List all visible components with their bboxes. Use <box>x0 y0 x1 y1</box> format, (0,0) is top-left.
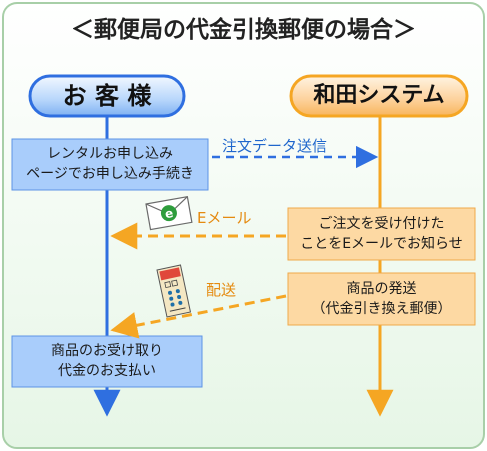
receive-line2: 代金のお支払い <box>58 363 156 379</box>
page-title: ＜郵便局の代金引換郵便の場合＞ <box>71 17 416 43</box>
rental-apply-box <box>11 138 209 191</box>
receive-box <box>11 335 203 388</box>
email-label: Eメール <box>197 209 252 227</box>
rental-apply-text: レンタルお申し込み ページでお申し込み手続き <box>12 144 208 184</box>
customer-actor-shape <box>28 74 186 118</box>
system-actor-shape <box>289 74 469 118</box>
shipping-box <box>287 272 476 326</box>
receive-text: 商品のお受け取り 代金のお支払い <box>12 341 202 381</box>
cod-parcel-icon <box>156 264 192 318</box>
delivery-arrow <box>110 294 287 339</box>
system-actor-label: 和田システム <box>313 83 445 108</box>
svg-text:e: e <box>164 206 174 221</box>
order-accept-line2: ことをEメールでお知らせ <box>300 236 463 252</box>
receive-line1: 商品のお受け取り <box>51 343 163 359</box>
delivery-label: 配送 <box>206 281 237 299</box>
shipping-line1: 商品の発送 <box>346 281 417 297</box>
customer-actor-label: お 客 様 <box>62 82 152 110</box>
shipping-text: 商品の発送 （代金引き換え郵便） <box>288 279 475 319</box>
envelope-e-icon: e <box>145 196 193 231</box>
order-data-label: 注文データ送信 <box>222 137 328 155</box>
rental-apply-line1: レンタルお申し込み <box>47 146 173 162</box>
order-accept-text: ご注文を受け付けた ことをEメールでお知らせ <box>288 214 475 254</box>
order-accept-box <box>287 207 476 261</box>
order-accept-line1: ご注文を受け付けた <box>318 216 445 232</box>
rental-apply-line2: ページでお申し込み手続き <box>26 166 194 182</box>
shipping-line2: （代金引き換え郵便） <box>311 301 452 317</box>
